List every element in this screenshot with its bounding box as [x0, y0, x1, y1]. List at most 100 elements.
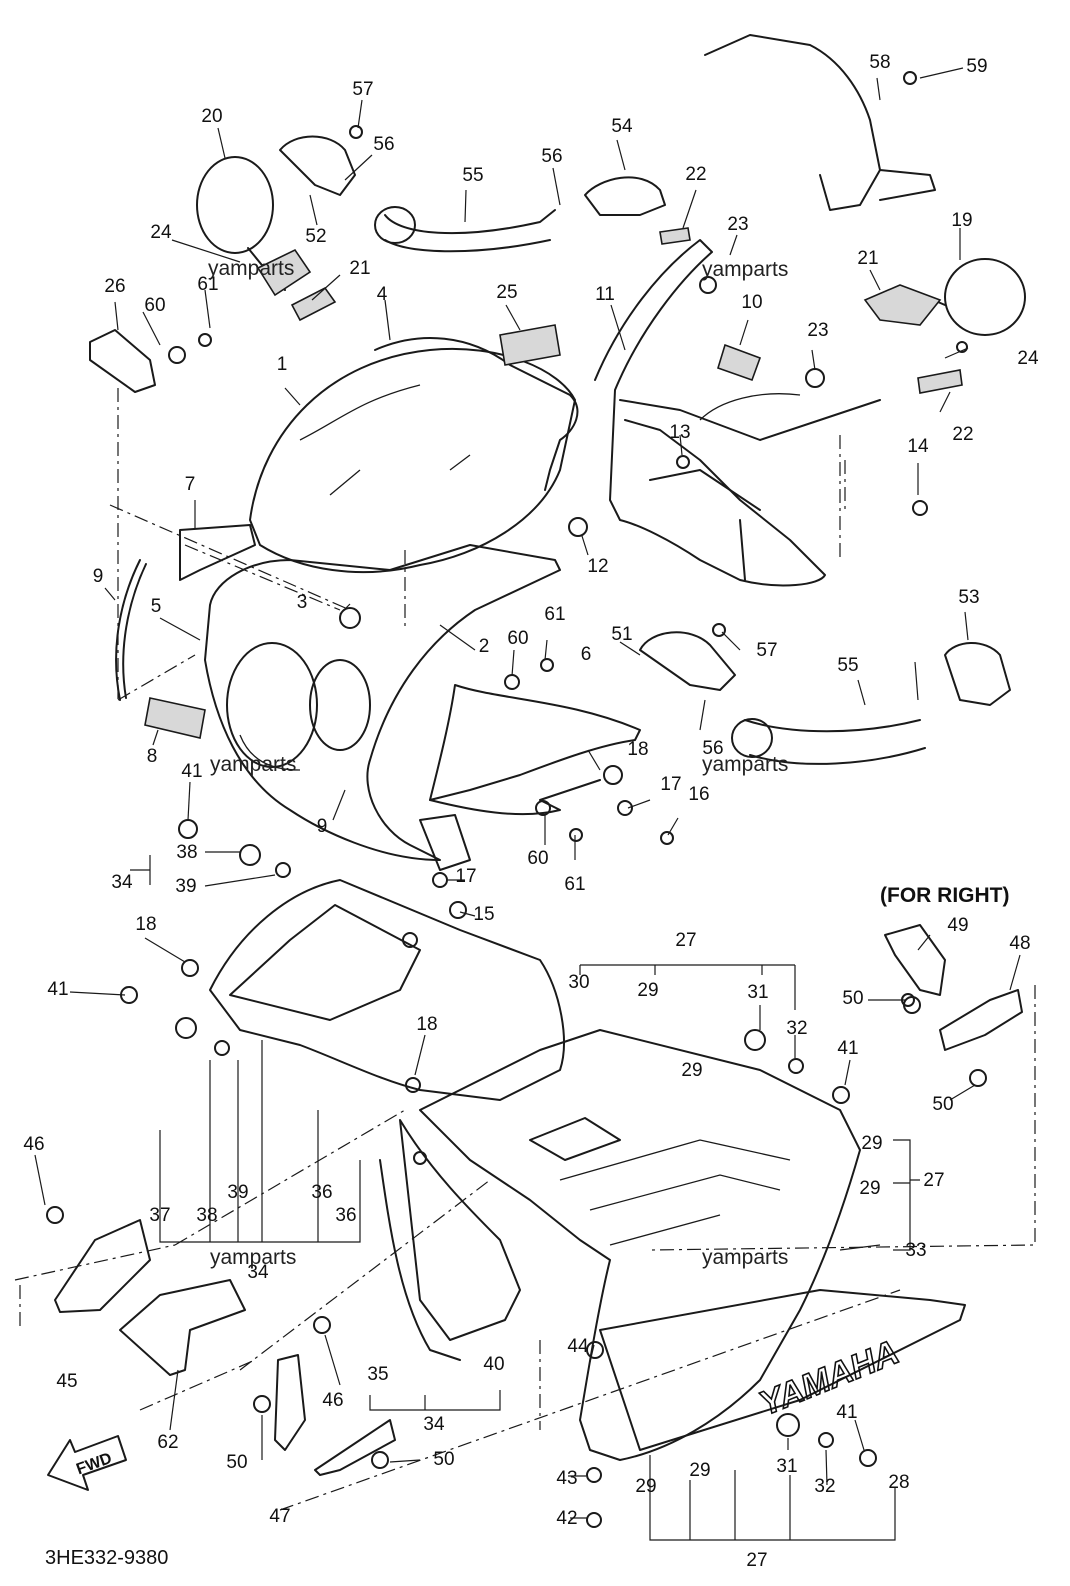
- callout-53: 53: [958, 587, 979, 608]
- mirror-right: [944, 258, 1026, 336]
- callout-4: 4: [377, 284, 388, 305]
- callout-5: 5: [151, 596, 162, 617]
- callout-29: 29: [637, 980, 658, 1001]
- callout-22: 22: [952, 424, 973, 445]
- bracket-26: [89, 329, 156, 393]
- callout-37: 37: [149, 1205, 170, 1226]
- callout-61: 61: [197, 274, 218, 295]
- callout-1: 1: [277, 354, 288, 375]
- callout-32: 32: [814, 1476, 835, 1497]
- callout-29: 29: [861, 1133, 882, 1154]
- callout-38: 38: [196, 1205, 217, 1226]
- mirror-bracket-right: [863, 284, 942, 326]
- lower-cowling-left: [209, 879, 565, 1101]
- pad-21-left: [290, 286, 337, 322]
- callout-58: 58: [869, 52, 890, 73]
- decal-25: [499, 324, 561, 366]
- callout-14: 14: [907, 436, 929, 457]
- callout-51: 51: [611, 624, 632, 645]
- leader-lines: [14, 67, 1036, 1541]
- cowling-stay: [594, 239, 826, 587]
- callout-33: 33: [905, 1240, 926, 1261]
- watermark: yamparts: [702, 753, 788, 776]
- callout-50: 50: [932, 1094, 953, 1115]
- callout-56: 56: [702, 738, 723, 759]
- callout-36: 36: [335, 1205, 356, 1226]
- callout-41: 41: [836, 1402, 857, 1423]
- under-cowl: [599, 1289, 966, 1451]
- rr-badge: [529, 1117, 621, 1161]
- callout-55: 55: [462, 165, 483, 186]
- callout-59: 59: [966, 56, 987, 77]
- part-drawings: YAMAHA: [46, 34, 1026, 1528]
- for-right-note: (FOR RIGHT): [880, 884, 1009, 907]
- callout-61: 61: [564, 874, 585, 895]
- callout-31: 31: [747, 982, 768, 1003]
- intake-hose-bottom: [744, 719, 926, 765]
- callout-29: 29: [635, 1476, 656, 1497]
- callout-47: 47: [269, 1506, 290, 1527]
- callout-23: 23: [807, 320, 828, 341]
- watermark: yamparts: [210, 753, 296, 776]
- callout-61: 61: [544, 604, 565, 625]
- callout-60: 60: [507, 628, 528, 649]
- callout-2: 2: [479, 636, 490, 657]
- callout-29: 29: [859, 1178, 880, 1199]
- callout-13: 13: [669, 422, 690, 443]
- callout-62: 62: [157, 1432, 178, 1453]
- callout-27: 27: [675, 930, 696, 951]
- callout-36: 36: [311, 1182, 332, 1203]
- callout-38: 38: [176, 842, 197, 863]
- callout-31: 31: [776, 1456, 797, 1477]
- callout-11: 11: [595, 284, 615, 305]
- callout-27: 27: [923, 1170, 944, 1191]
- callout-10: 10: [741, 292, 762, 313]
- callout-23: 23: [727, 214, 748, 235]
- callout-26: 26: [104, 276, 125, 297]
- upper-cowling: [204, 544, 561, 861]
- callout-50: 50: [842, 988, 863, 1009]
- callout-35: 35: [367, 1364, 388, 1385]
- callout-19: 19: [951, 210, 972, 231]
- fasteners: [46, 71, 987, 1528]
- callout-34: 34: [423, 1414, 445, 1435]
- callout-24: 24: [1017, 348, 1039, 369]
- callout-18: 18: [135, 914, 156, 935]
- callout-34: 34: [247, 1262, 269, 1283]
- intake-elbow-upper-right: [584, 176, 666, 216]
- callout-17: 17: [660, 774, 681, 795]
- pad-22-right: [917, 369, 963, 394]
- callout-42: 42: [556, 1508, 577, 1529]
- stay-58: [704, 34, 881, 211]
- callout-17: 17: [455, 866, 476, 887]
- watermark: yamparts: [208, 257, 294, 280]
- callout-6: 6: [581, 644, 592, 665]
- callout-21: 21: [857, 248, 878, 269]
- callout-60: 60: [144, 295, 165, 316]
- callout-20: 20: [201, 106, 222, 127]
- watermark: yamparts: [210, 1246, 296, 1269]
- decal-10: [717, 343, 762, 382]
- headlight-left: [226, 642, 318, 768]
- callout-50: 50: [433, 1449, 454, 1470]
- mirror-left: [196, 156, 274, 254]
- bracket-7: [179, 524, 256, 581]
- bracket-62: [119, 1279, 246, 1376]
- callout-27: 27: [746, 1550, 767, 1571]
- side-trim-strip: [115, 559, 141, 701]
- callout-8: 8: [147, 746, 158, 767]
- callout-41: 41: [47, 979, 68, 1000]
- callout-9: 9: [317, 816, 328, 837]
- callout-28: 28: [888, 1472, 909, 1493]
- mirror-bracket-left: [256, 248, 312, 297]
- callout-54: 54: [611, 116, 633, 137]
- callout-21: 21: [349, 258, 370, 279]
- callout-40: 40: [483, 1354, 504, 1375]
- bracket-48: [939, 989, 1023, 1051]
- headlight-right: [309, 659, 371, 751]
- bracket-47b: [314, 1419, 396, 1476]
- callout-34: 34: [111, 872, 133, 893]
- intake-elbow-lower-right: [944, 642, 1011, 706]
- intake-elbow-top: [279, 135, 356, 196]
- callout-25: 25: [496, 282, 517, 303]
